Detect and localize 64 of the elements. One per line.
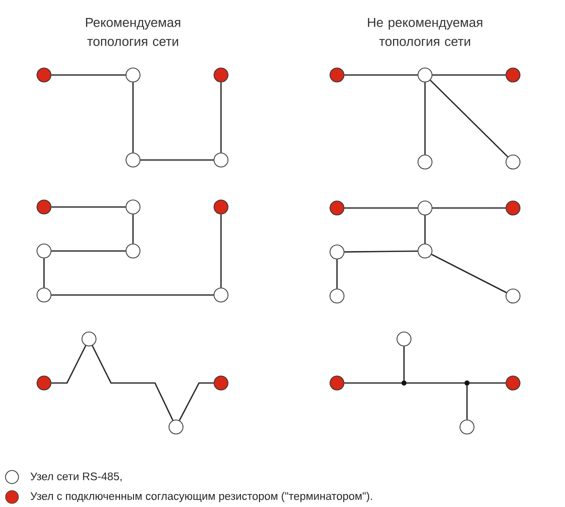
network-node [330,288,344,304]
network-node [214,288,228,302]
network-node [36,68,52,82]
network-node [126,200,140,214]
legend-text: Узел сети RS-485, [30,472,122,482]
network-node [506,154,520,170]
network-node [214,200,228,214]
network-node [36,376,52,390]
cable-line [51,206,126,208]
network-node [418,244,432,258]
network-node [506,288,520,304]
cable-line [140,159,214,161]
network-node [214,152,228,168]
cable-line [92,345,174,421]
network-node [126,68,140,82]
column-title: Не рекомендуемая топология сети [368,18,482,46]
network-node [214,376,228,390]
network-node [418,154,432,170]
network-node [126,244,140,258]
network-node [330,68,344,82]
cable-line [344,250,418,253]
cable-line [51,74,126,76]
cable-line [178,382,214,421]
network-node [330,200,344,216]
network-node [36,200,52,214]
cable-line [336,259,338,289]
network-node [330,376,344,390]
network-node [82,332,96,346]
cable-line [406,382,464,384]
network-node [506,376,520,390]
cable-line [432,207,506,209]
network-node [418,68,432,82]
network-node [506,200,520,216]
network-node [214,68,228,82]
cable-line [51,345,86,384]
cable-line [344,74,418,76]
cable-line [431,254,507,294]
cable-line [466,386,468,420]
network-node [330,244,344,260]
cable-line [220,82,222,153]
cable-line [220,214,222,288]
column-title: Рекомендуемая топология сети [86,18,180,46]
cable-line [132,82,134,153]
cable-line [43,258,45,288]
network-node [36,244,52,258]
network-node [126,152,140,168]
network-node [36,288,52,302]
cable-line [344,382,402,384]
cable-line [470,382,506,384]
cable-line [403,346,405,380]
cable-line [51,250,126,252]
network-node [460,420,474,434]
cable-line [51,294,214,296]
cable-line [424,215,426,244]
network-node [418,200,432,216]
cable-line [344,207,418,209]
cable-line [430,80,508,158]
network-node [506,68,520,82]
network-node [168,420,184,434]
cable-line [424,82,426,155]
network-node [396,332,412,346]
legend-text: Узел с подключенным согласующим резистором ("терминатором"). [30,492,372,502]
cable-line [432,74,506,76]
cable-line [132,214,134,244]
